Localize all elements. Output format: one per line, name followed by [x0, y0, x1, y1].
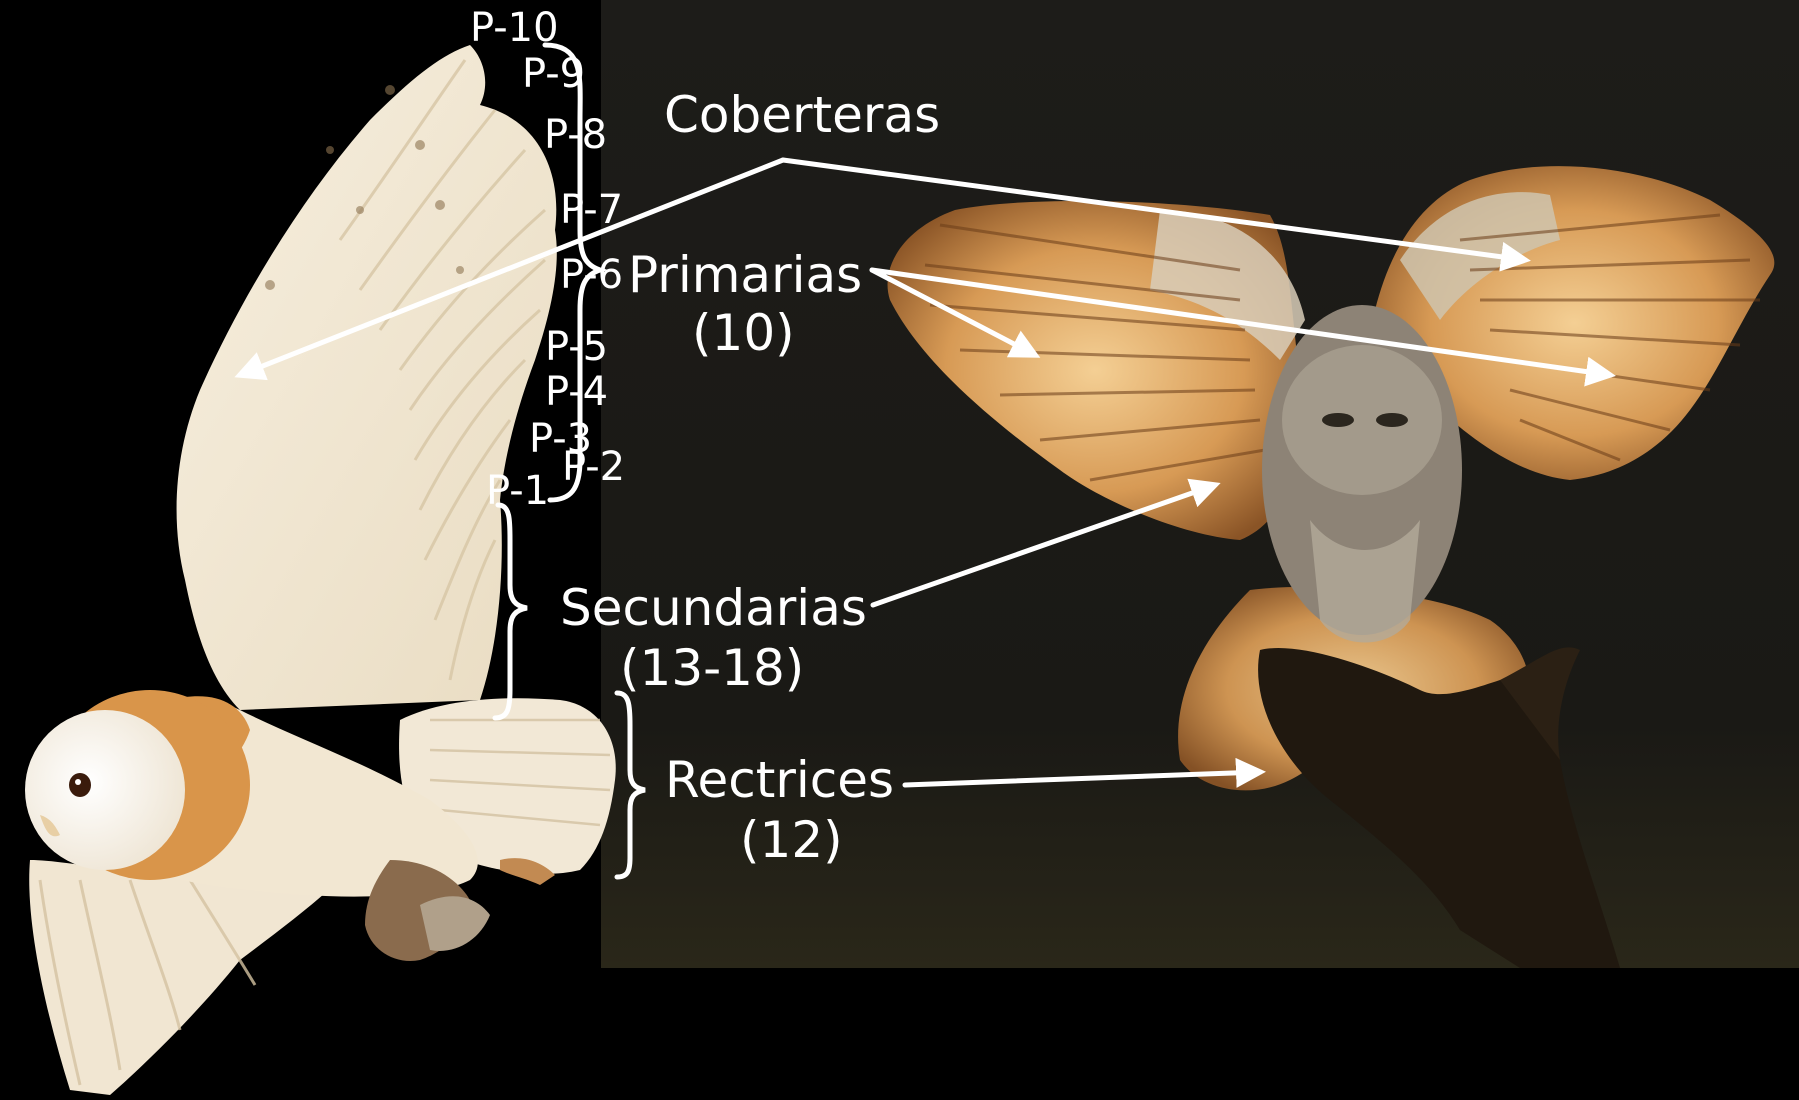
primary-label-p9: P-9	[522, 54, 585, 94]
rectrices-count: (12)	[740, 815, 843, 865]
rectrices-label: Rectrices	[665, 755, 894, 805]
barn-owl-cutout	[25, 45, 616, 1095]
primary-label-p8: P-8	[544, 115, 607, 155]
primary-label-p6: P-6	[560, 255, 623, 295]
primary-label-p10: P-10	[470, 8, 559, 48]
barn-owl-upper-wing	[177, 45, 557, 710]
secundarias-count: (13-18)	[620, 643, 804, 693]
secundarias-label: Secundarias	[560, 583, 867, 633]
primary-label-p4: P-4	[545, 372, 608, 412]
barn-owl-head	[25, 690, 250, 880]
primary-label-p5: P-5	[545, 327, 608, 367]
primary-label-p2: P-2	[562, 447, 625, 487]
primarias-label: Primarias	[628, 250, 862, 300]
primarias-count: (10)	[692, 308, 795, 358]
primary-label-p7: P-7	[560, 190, 623, 230]
primary-label-p1: P-1	[486, 471, 549, 511]
coberteras-label: Coberteras	[664, 90, 940, 140]
barn-owl-lower-wing	[29, 860, 350, 1095]
